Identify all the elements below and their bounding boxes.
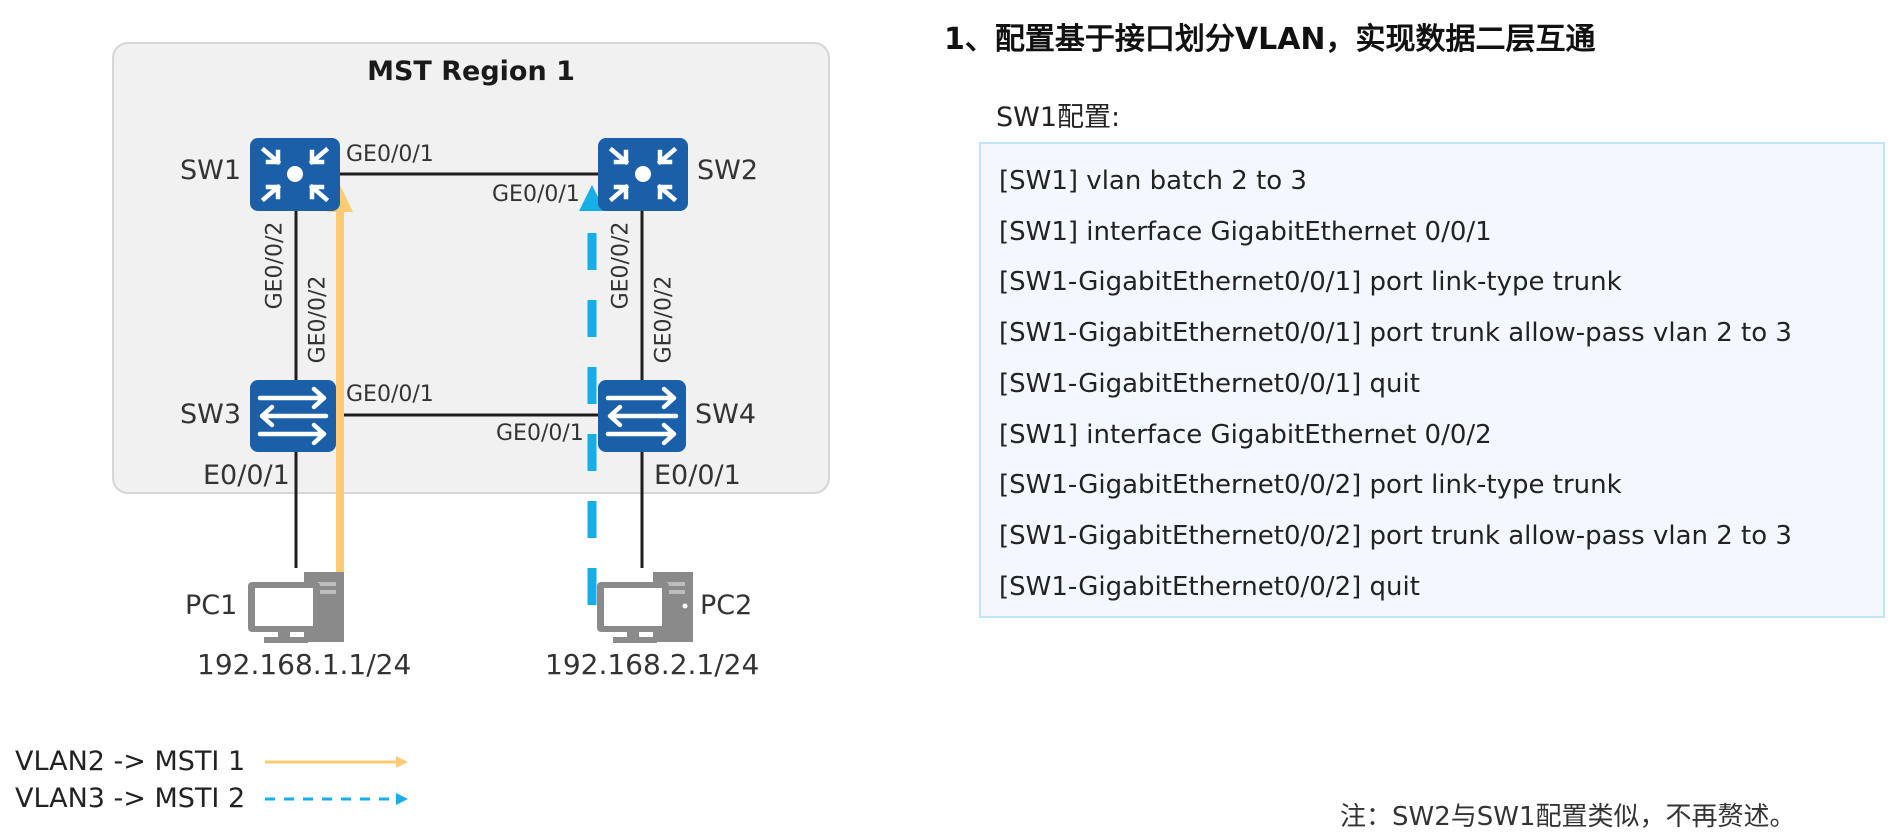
port-sw4-to-sw2: GE0/0/2	[651, 275, 677, 364]
sw1-label: SW1	[180, 155, 242, 186]
legend-vlan2-label: VLAN2 -> MSTI 1	[15, 746, 246, 777]
port-sw3-to-sw4: GE0/0/1	[346, 382, 434, 407]
config-line: [SW1] interface GigabitEthernet 0/0/1	[999, 216, 1492, 247]
sw4-icon[interactable]	[598, 380, 686, 452]
legend-vlan3-arrow	[265, 793, 408, 805]
port-sw3-to-pc1: E0/0/1	[203, 460, 290, 491]
config-line: [SW1-GigabitEthernet0/0/1] port link-typ…	[999, 267, 1622, 298]
config-line: [SW1-GigabitEthernet0/0/2] port link-typ…	[999, 470, 1622, 501]
pc2-label: PC2	[700, 590, 753, 621]
config-line: [SW1-GigabitEthernet0/0/2] quit	[999, 571, 1420, 602]
sw1-icon[interactable]	[250, 138, 340, 211]
pc1-icon[interactable]	[248, 572, 344, 643]
pc2-ip: 192.168.2.1/24	[545, 648, 760, 681]
config-line: [SW1-GigabitEthernet0/0/2] port trunk al…	[999, 520, 1792, 551]
port-sw4-to-sw3: GE0/0/1	[496, 421, 584, 446]
port-sw4-to-pc2: E0/0/1	[654, 460, 741, 491]
sw4-label: SW4	[695, 399, 757, 430]
legend-vlan2-arrow	[265, 756, 408, 768]
config-line: [SW1-GigabitEthernet0/0/1] quit	[999, 368, 1420, 399]
pc1-ip: 192.168.1.1/24	[197, 648, 412, 681]
sw3-icon[interactable]	[250, 380, 336, 452]
sw2-icon[interactable]	[598, 138, 688, 211]
footnote: 注：SW2与SW1配置类似，不再赘述。	[1340, 802, 1796, 832]
mst-region-title: MST Region 1	[367, 56, 575, 87]
config-code-block: [SW1] vlan batch 2 to 3 [SW1] interface …	[979, 142, 1885, 618]
port-sw2-to-sw4: GE0/0/2	[608, 221, 634, 310]
sw2-label: SW2	[697, 155, 759, 186]
port-sw2-to-sw1: GE0/0/1	[492, 182, 580, 207]
sw3-label: SW3	[180, 399, 242, 430]
port-sw3-to-sw1: GE0/0/2	[305, 275, 331, 364]
legend-vlan3-label: VLAN3 -> MSTI 2	[15, 783, 246, 814]
config-line: [SW1] interface GigabitEthernet 0/0/2	[999, 419, 1492, 450]
config-line: [SW1-GigabitEthernet0/0/1] port trunk al…	[999, 318, 1792, 349]
config-subheading: SW1配置:	[996, 102, 1121, 133]
config-line: [SW1] vlan batch 2 to 3	[999, 166, 1307, 196]
mst-region-box	[112, 42, 830, 494]
pc2-icon[interactable]	[597, 572, 693, 643]
port-sw1-to-sw3: GE0/0/2	[262, 221, 288, 310]
section-heading: 1、配置基于接口划分VLAN，实现数据二层互通	[944, 22, 1596, 57]
port-sw1-to-sw2: GE0/0/1	[346, 142, 434, 167]
pc1-label: PC1	[185, 590, 238, 621]
